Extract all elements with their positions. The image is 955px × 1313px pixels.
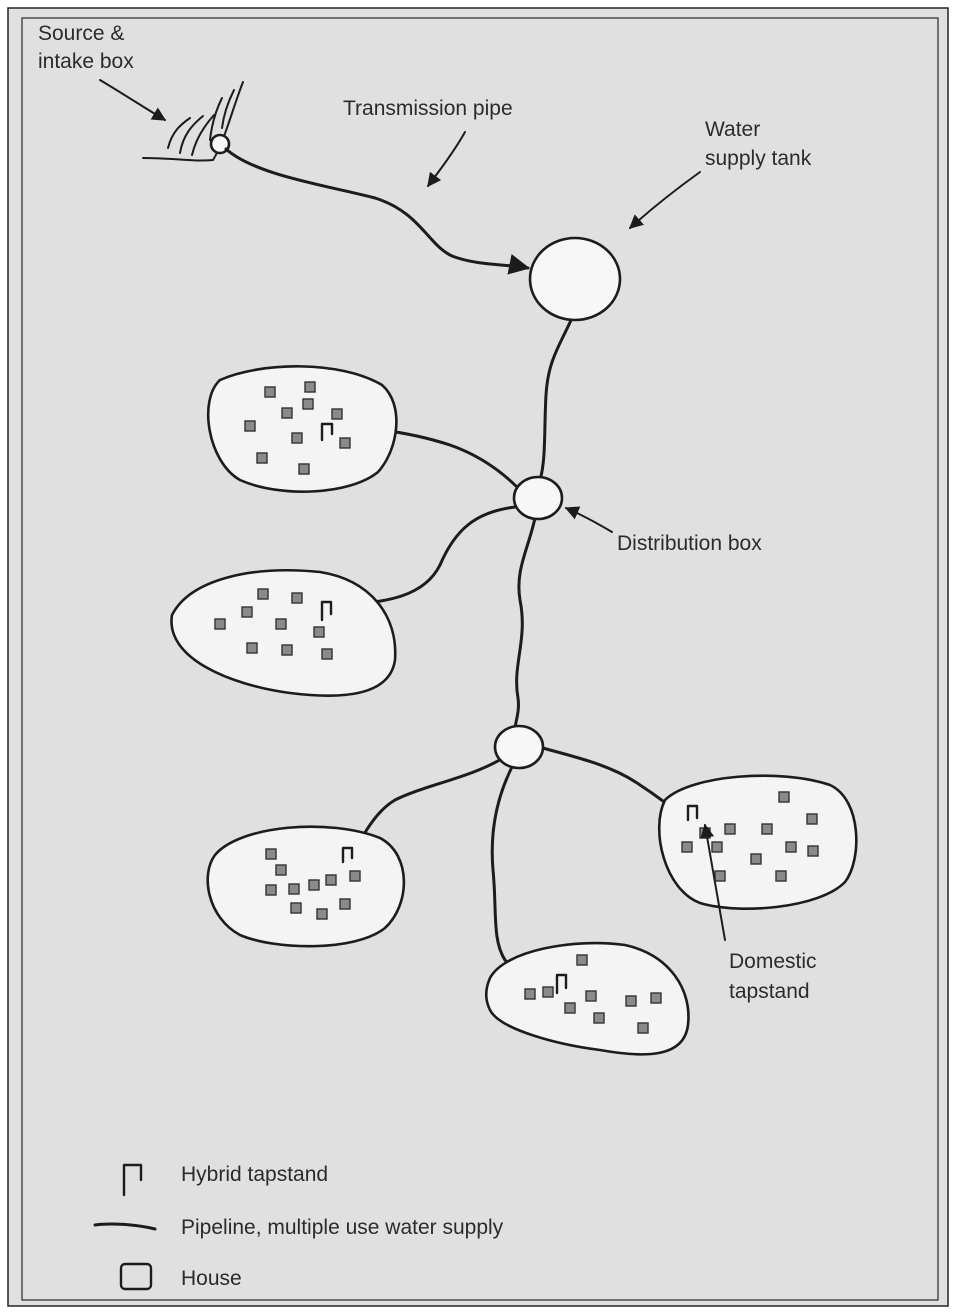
house (241, 606, 253, 618)
house (325, 874, 337, 886)
house (291, 432, 303, 444)
house (244, 420, 256, 432)
house (724, 823, 736, 835)
hybrid-tapstand-1 (320, 422, 334, 442)
house (775, 870, 787, 882)
main-pipe-1 (538, 316, 574, 482)
house (316, 908, 328, 920)
house (778, 791, 790, 803)
settlement-4 (484, 941, 690, 1056)
house (256, 452, 268, 464)
settlement-1 (206, 365, 398, 493)
source-label-line2: intake box (38, 50, 134, 73)
house (275, 864, 287, 876)
house (264, 386, 276, 398)
house (331, 408, 343, 420)
settlement-3 (206, 825, 406, 948)
legend-house-icon (119, 1262, 153, 1291)
house (524, 988, 536, 1000)
transmission-pipe (224, 147, 531, 275)
house (593, 1012, 605, 1024)
source-label-line1: Source & (38, 22, 124, 45)
house (785, 841, 797, 853)
legend-hybrid-label: Hybrid tapstand (181, 1163, 328, 1186)
house (298, 463, 310, 475)
house (257, 588, 269, 600)
house (714, 870, 726, 882)
house (214, 618, 226, 630)
domestic-tapstand (686, 804, 699, 822)
house (339, 898, 351, 910)
house (339, 437, 351, 449)
domestic-tapstand-label-line1: Domestic (729, 950, 817, 973)
house (281, 644, 293, 656)
house (308, 879, 320, 891)
house (288, 883, 300, 895)
house (265, 848, 277, 860)
house (761, 823, 773, 835)
legend-pipeline-icon (93, 1222, 157, 1231)
house (585, 990, 597, 1002)
hybrid-tapstand-4 (555, 973, 568, 995)
house (313, 626, 325, 638)
distribution-box-upper (512, 475, 564, 521)
distribution-box-lower (493, 724, 545, 770)
house (650, 992, 662, 1004)
house (246, 642, 258, 654)
transmission-pipe-label: Transmission pipe (343, 97, 513, 120)
house (321, 648, 333, 660)
house (564, 1002, 576, 1014)
legend-pipeline-label: Pipeline, multiple use water supply (181, 1216, 504, 1239)
house (542, 986, 554, 998)
house (265, 884, 277, 896)
house (302, 398, 314, 410)
main-pipe-2 (513, 516, 537, 732)
house (281, 407, 293, 419)
legend: Hybrid tapstand Pipeline, multiple use w… (93, 1163, 504, 1291)
water-supply-tank (528, 236, 622, 322)
settlement-5 (657, 774, 858, 910)
source-intake (142, 81, 244, 162)
tank-label-line1: Water (705, 118, 760, 141)
house (291, 592, 303, 604)
hybrid-tapstand-2 (320, 600, 333, 622)
house (807, 845, 819, 857)
house (625, 995, 637, 1007)
distribution-box-label: Distribution box (617, 532, 762, 555)
house (275, 618, 287, 630)
house (637, 1022, 649, 1034)
domestic-tapstand-label-line2: tapstand (729, 980, 810, 1003)
legend-house-label: House (181, 1267, 242, 1290)
house (304, 381, 316, 393)
house (349, 870, 361, 882)
house (750, 853, 762, 865)
house (681, 841, 693, 853)
tank-label-line2: supply tank (705, 147, 812, 170)
legend-hybrid-tapstand-icon (122, 1163, 143, 1197)
label-arrows (99, 79, 726, 941)
intake-box (209, 133, 231, 155)
diagram-panel (7, 7, 949, 1307)
house (806, 813, 818, 825)
house (711, 841, 723, 853)
house (290, 902, 302, 914)
hybrid-tapstand-3 (341, 846, 354, 864)
inner-border (21, 17, 939, 1301)
house (576, 954, 588, 966)
settlement-2 (170, 569, 397, 698)
